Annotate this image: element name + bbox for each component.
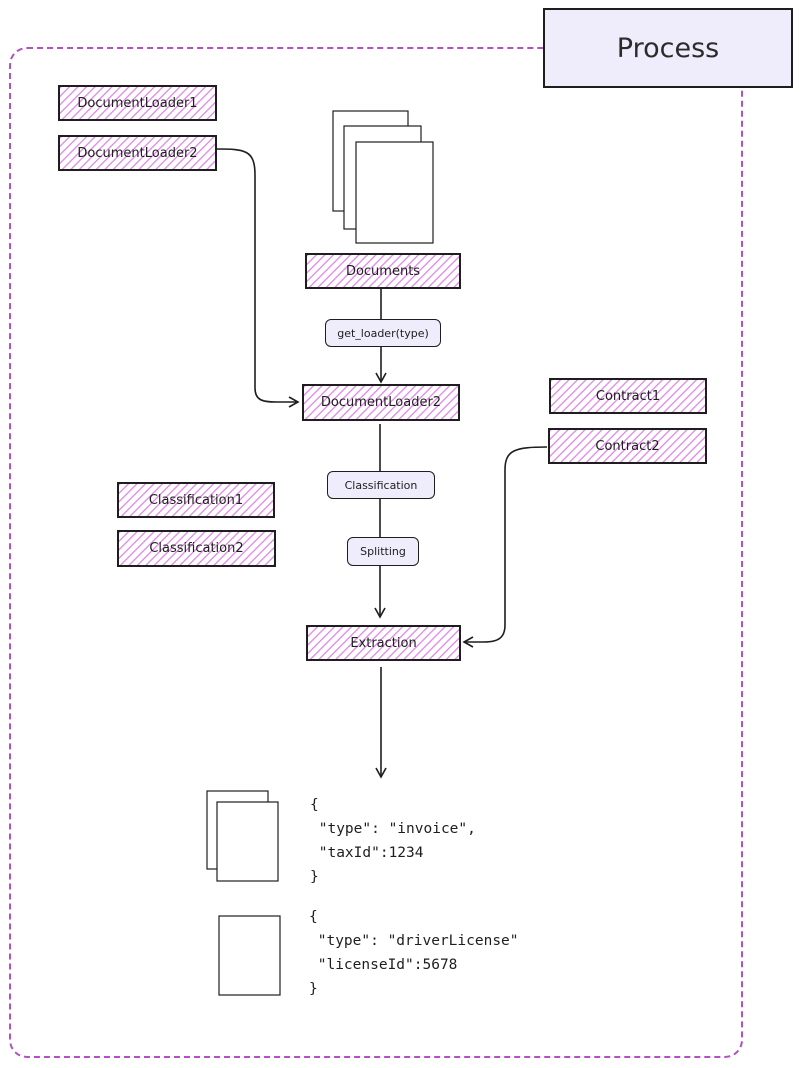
json-line: "type": "invoice", [310, 821, 476, 837]
json-line: { [309, 909, 318, 925]
selected-loader-node: DocumentLoader2 [302, 384, 460, 421]
json-line: "licenseId":5678 [309, 957, 458, 973]
loader2-to-selected-connector [216, 148, 300, 408]
classification-node-1: Classification1 [117, 482, 275, 518]
documents-stack-icon [332, 110, 434, 244]
json-line: "type": "driverLicense" [309, 933, 519, 949]
documents-node: Documents [305, 253, 461, 289]
process-title: Process [543, 8, 793, 88]
splitting-step-label: Splitting [347, 537, 419, 566]
output-json-driver-license: { "type": "driverLicense" "licenseId":56… [309, 905, 519, 1001]
json-line: } [309, 981, 318, 997]
get-loader-label: get_loader(type) [325, 319, 441, 347]
loader-node-1: DocumentLoader1 [58, 85, 217, 121]
process-frame [9, 47, 743, 1058]
output-single-document-icon [218, 915, 281, 996]
json-line: "taxId":1234 [310, 845, 424, 861]
contract2-to-extraction-connector [462, 446, 548, 648]
contract-node-2: Contract2 [548, 428, 707, 464]
json-line: { [310, 797, 319, 813]
extraction-node: Extraction [306, 625, 461, 661]
output-double-document-icon [206, 790, 279, 882]
classification-step-label: Classification [327, 471, 435, 499]
classification-node-2: Classification2 [117, 530, 276, 567]
loader-node-2: DocumentLoader2 [58, 135, 217, 171]
output-json-invoice: { "type": "invoice", "taxId":1234} [310, 793, 476, 889]
json-line: } [310, 869, 319, 885]
contract-node-1: Contract1 [549, 378, 707, 414]
